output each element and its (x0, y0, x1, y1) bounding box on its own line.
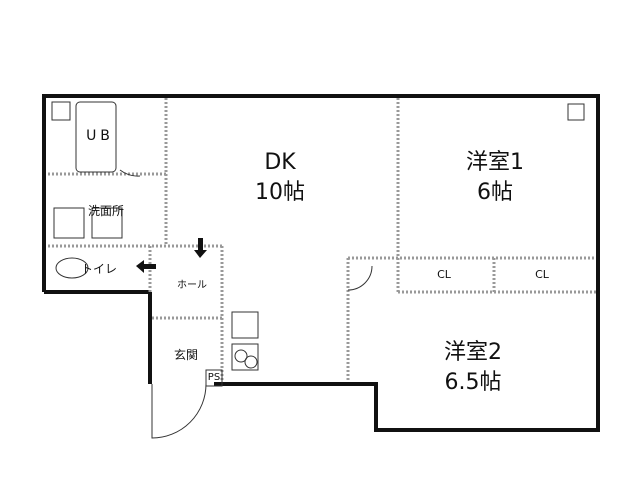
room-yoshitsu2-size: 6.5帖 (444, 370, 502, 395)
partitions (48, 98, 596, 382)
room-yoshitsu1-size: 6帖 (477, 180, 513, 205)
room-ps: PS (207, 372, 221, 383)
room-dk-size: 10帖 (255, 180, 305, 205)
room-genkan: 玄関 (173, 348, 198, 362)
room-toilet: トイレ (80, 262, 117, 276)
closet-cl2: CL (535, 268, 549, 281)
closet-cl1: CL (437, 268, 451, 281)
room-ub: UB (86, 128, 114, 144)
room-yoshitsu1-name: 洋室1 (466, 150, 524, 175)
room-yoshitsu2: 洋室2 6.5帖 (418, 338, 528, 398)
room-senmenjo: 洗面所 (87, 204, 124, 218)
outer-walls (42, 94, 600, 432)
room-hall: ホール (177, 280, 207, 291)
arrows (136, 238, 207, 273)
room-yoshitsu1: 洋室1 6帖 (440, 148, 550, 208)
room-yoshitsu2-name: 洋室2 (444, 340, 502, 365)
room-dk: DK 10帖 (230, 148, 330, 208)
room-dk-name: DK (264, 150, 296, 175)
fixtures (51, 101, 585, 439)
